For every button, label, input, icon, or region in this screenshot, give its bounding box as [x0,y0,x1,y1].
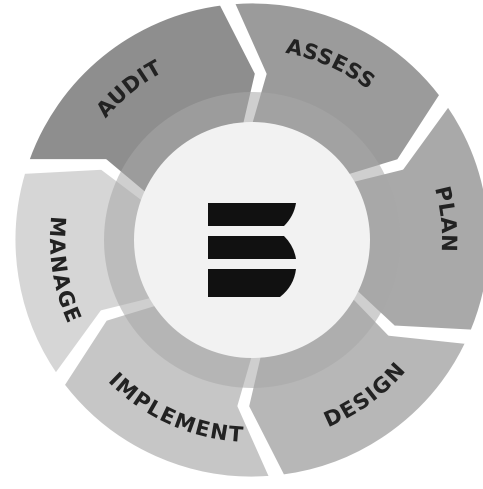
logo-bar-2 [208,236,296,259]
logo-bar-3 [208,269,296,297]
center-hub [104,92,400,388]
logo-bar-1 [208,203,296,226]
stacked-bars-logo-icon [208,203,296,297]
